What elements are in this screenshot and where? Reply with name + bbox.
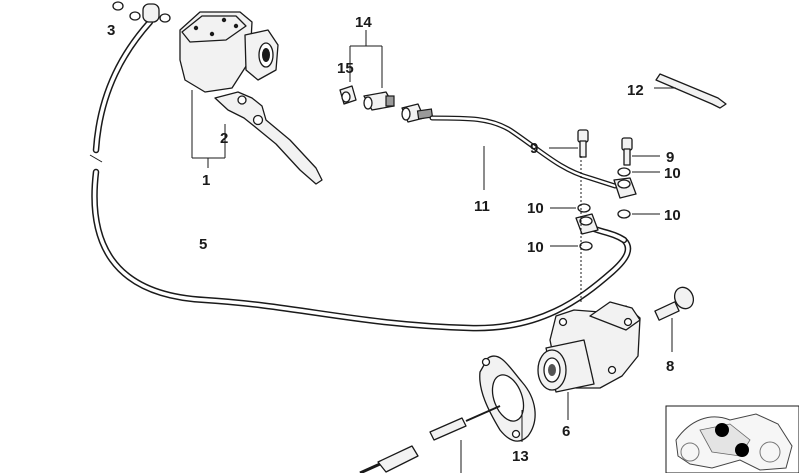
- strap-part-12: [654, 73, 727, 109]
- bolt-part-9-left: [549, 129, 589, 158]
- label-3: 3: [107, 22, 115, 39]
- label-12: 12: [627, 82, 644, 99]
- master-cylinder-part-1: [179, 11, 279, 168]
- label-9-left: 9: [530, 140, 538, 157]
- label-9-right: 9: [666, 149, 674, 166]
- label-13: 13: [512, 448, 529, 465]
- bolt-part-8: [654, 286, 695, 352]
- label-15: 15: [337, 60, 354, 77]
- banjo-fitting-part-3: [112, 1, 171, 23]
- hose-part-5: [89, 18, 632, 332]
- push-rod: [359, 405, 501, 473]
- fitting-parts-14-15: [339, 30, 395, 111]
- label-10-upper-right: 10: [664, 165, 681, 182]
- motorcycle-thumbnail-icon[interactable]: [665, 405, 799, 473]
- label-11: 11: [474, 198, 490, 215]
- label-5: 5: [199, 236, 207, 253]
- banjo-fitting-lower: [575, 213, 599, 235]
- banjo-fitting-upper: [613, 177, 637, 199]
- label-8: 8: [666, 358, 674, 375]
- washers-part-10: [550, 156, 660, 302]
- lever-part-2: [214, 91, 323, 185]
- label-1: 1: [202, 172, 210, 189]
- label-10-lower-left: 10: [527, 239, 544, 256]
- label-2: 2: [220, 130, 228, 147]
- gasket-part-13: [479, 355, 536, 442]
- label-14: 14: [355, 14, 372, 31]
- label-6: 6: [562, 423, 570, 440]
- slave-cylinder-part-6: [537, 301, 641, 420]
- bolt-part-9-right: [621, 137, 660, 166]
- brake-pipe-part-11: [401, 103, 618, 190]
- label-10-middle-right: 10: [664, 207, 681, 224]
- label-10-middle-left: 10: [527, 200, 544, 217]
